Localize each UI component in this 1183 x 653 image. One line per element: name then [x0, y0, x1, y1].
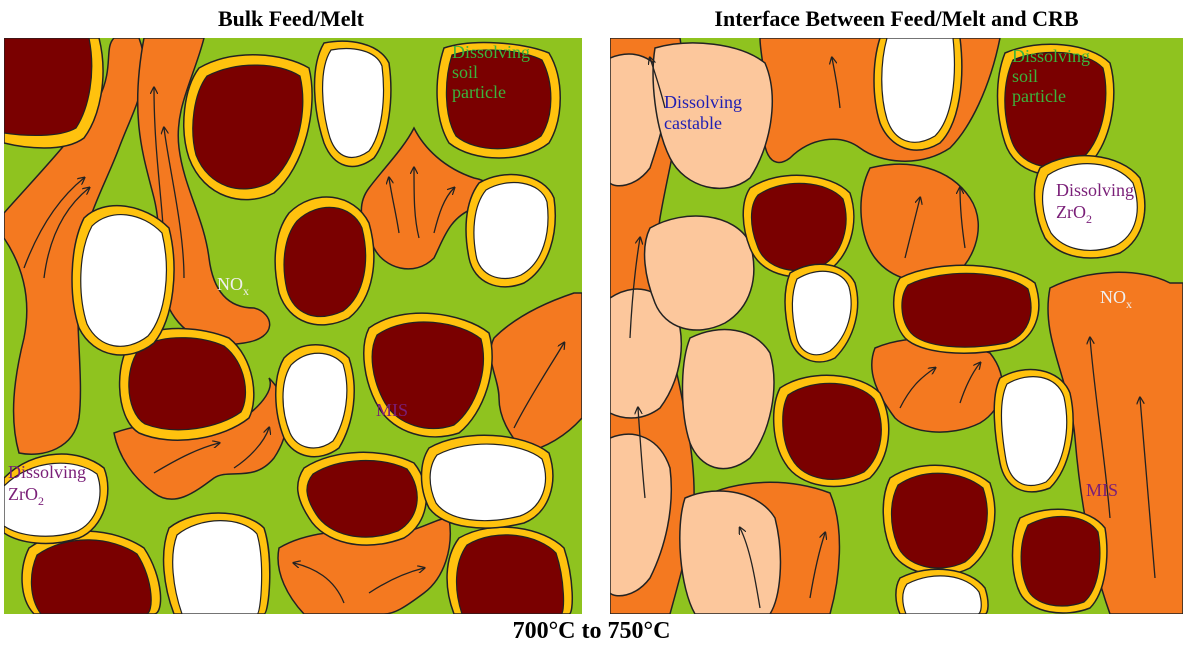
temperature-caption: 700°C to 750°C [0, 618, 1183, 645]
dark-particle [752, 183, 847, 270]
dark-particle [4, 38, 92, 135]
right-panel-title: Interface Between Feed/Melt and CRB [610, 6, 1183, 32]
soil-label-line1: Dissolving [452, 42, 530, 62]
castable-particle [645, 216, 754, 330]
bulk-feed-melt-diagram: Dissolving soil particle NOx MIS Dissolv… [4, 38, 582, 614]
mis-label: MIS [1086, 480, 1118, 500]
soil-label-line2: soil [452, 62, 478, 82]
soil-label-line3: particle [1012, 86, 1066, 106]
dark-particle [31, 540, 151, 614]
dark-particle [284, 207, 366, 316]
castable-label-line1: Dissolving [664, 92, 742, 112]
soil-label-line3: particle [452, 82, 506, 102]
dark-particle [783, 383, 882, 479]
zirconia-particle [81, 215, 167, 347]
castable-particle [680, 491, 781, 614]
zirconia-particle [173, 521, 262, 614]
soil-label-line1: Dissolving [1012, 46, 1090, 66]
bulk-feed-melt-panel: Dissolving soil particle NOx MIS Dissolv… [4, 38, 582, 614]
soil-label-line2: soil [1012, 66, 1038, 86]
dark-particle [892, 473, 988, 568]
interface-diagram: Dissolving soil particle Dissolving cast… [610, 38, 1183, 614]
dark-particle [1021, 517, 1100, 606]
zirconia-label-line1: Dissolving [1056, 180, 1134, 200]
dark-particle [902, 273, 1031, 347]
zirconia-particle [430, 444, 545, 521]
castable-label-line2: castable [664, 113, 722, 133]
dark-particle [129, 338, 246, 430]
zirconia-label-line1: Dissolving [8, 462, 86, 482]
zirconia-particle [283, 353, 347, 448]
interface-panel: Dissolving soil particle Dissolving cast… [610, 38, 1183, 614]
zirconia-particle [323, 49, 384, 158]
mis-label: MIS [376, 400, 408, 420]
dark-particle [457, 535, 564, 614]
left-panel-title: Bulk Feed/Melt [0, 6, 582, 32]
